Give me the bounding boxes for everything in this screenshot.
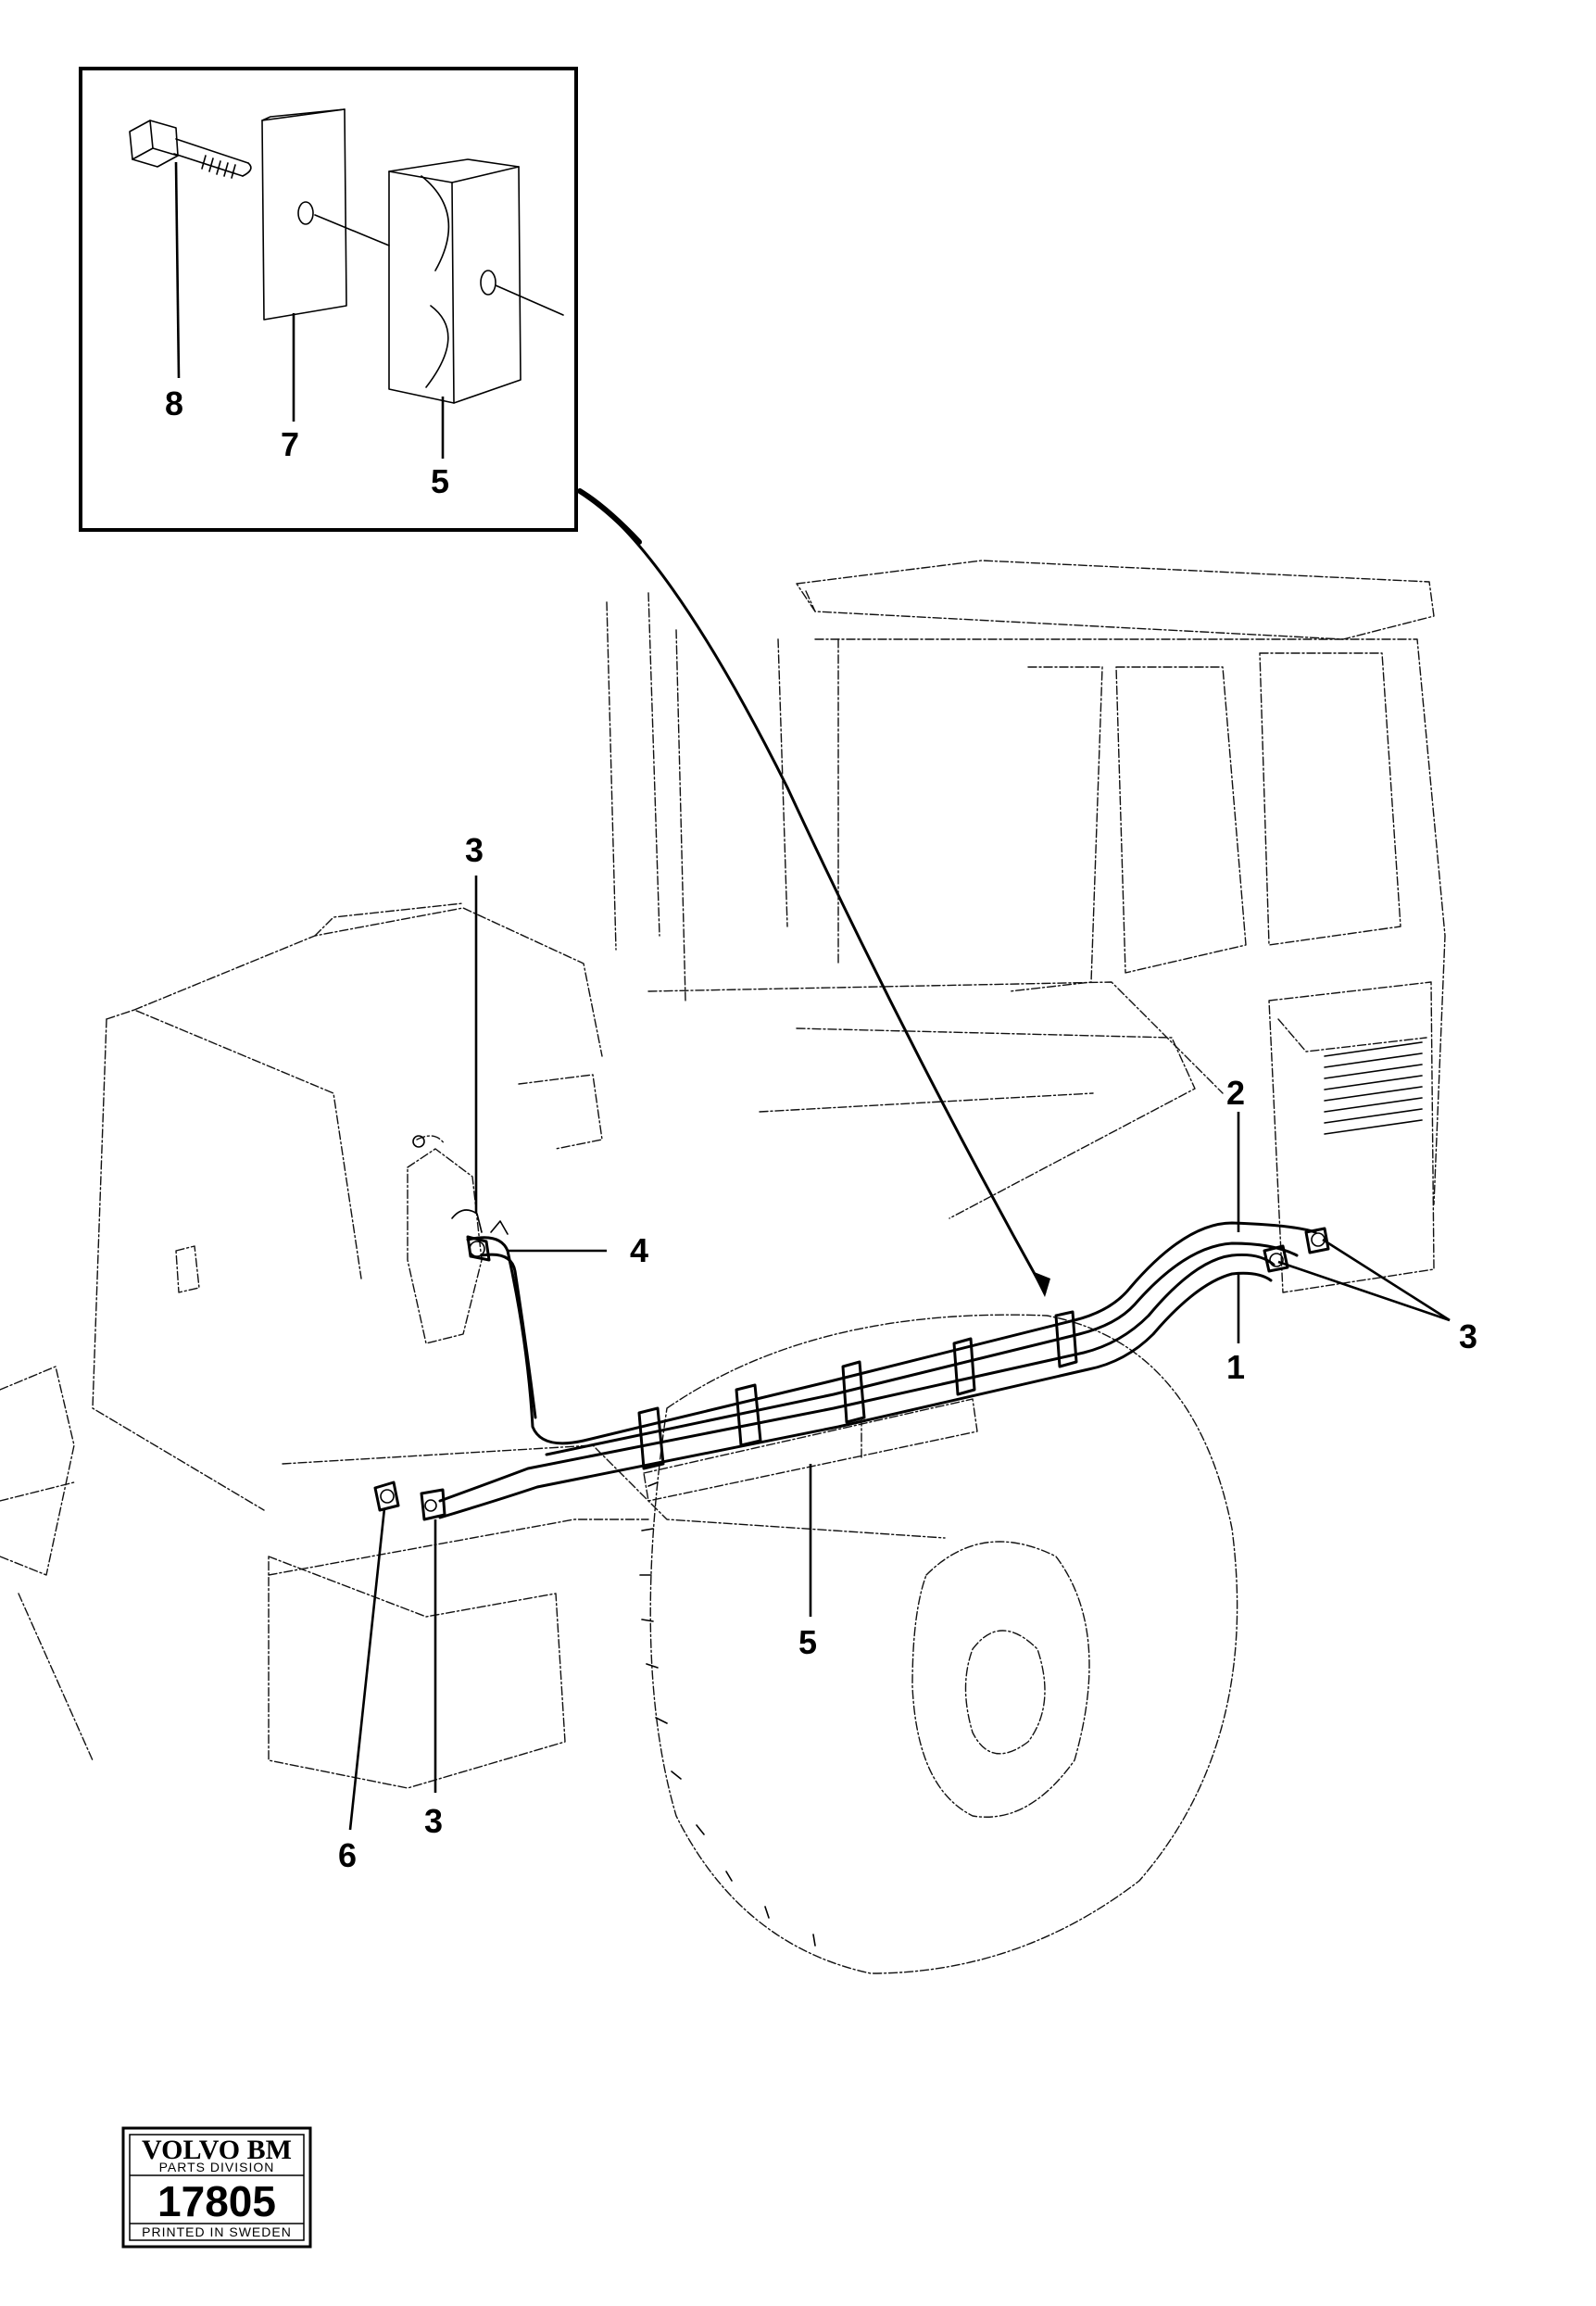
stamp-printed: PRINTED IN SWEDEN: [142, 2224, 292, 2239]
hose-2: [466, 1221, 1317, 1445]
callout-hose-lower: 1: [1226, 1348, 1245, 1386]
hose-clamps: [637, 1310, 1078, 1502]
callout-nipple: 6: [338, 1836, 357, 1874]
stamp-division: PARTS DIVISION: [159, 2160, 275, 2174]
callout-hose-connector: 4: [630, 1231, 648, 1269]
machine-outline: [0, 560, 1446, 1789]
callout-right-fittings: 3: [1459, 1317, 1477, 1355]
callout-upper-fitting: 3: [465, 831, 484, 869]
inset-frame: [79, 67, 578, 532]
detail-leader-curve: [578, 489, 1047, 1294]
callout-inset-clamp: 5: [431, 462, 449, 500]
parts-stamp: VOLVO BM PARTS DIVISION 17805 PRINTED IN…: [121, 2126, 312, 2249]
callout-lower-fitting: 3: [424, 1802, 443, 1840]
wheel: [639, 1314, 1238, 1974]
plate-illustration: [261, 108, 347, 321]
hose-1: [438, 1254, 1276, 1503]
stamp-number: 17805: [157, 2177, 276, 2225]
stamp-brand: VOLVO BM: [142, 2135, 292, 2165]
callout-inset-plate: 7: [281, 425, 299, 463]
bolt-illustration: [129, 120, 252, 179]
inset-detail: 8 7 5: [79, 67, 578, 532]
callout-hose-upper: 2: [1226, 1074, 1245, 1112]
arrowhead: [1032, 1271, 1050, 1297]
hose-assembly: [373, 1209, 1330, 1521]
callouts: 3 4 2 1 3 5 6 3: [338, 831, 1477, 1874]
callout-clamp-assembly: 5: [798, 1623, 817, 1661]
clamp-block-illustration: [314, 158, 564, 404]
callout-inset-bolt: 8: [165, 384, 183, 422]
